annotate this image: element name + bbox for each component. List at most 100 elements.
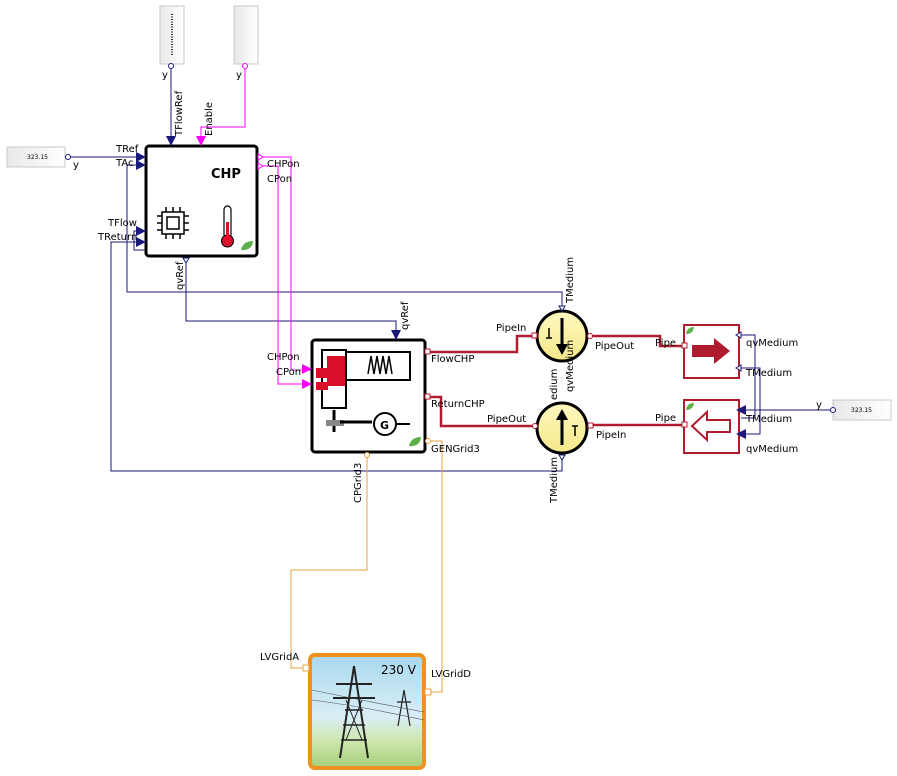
pipein-label: PipeIn [596, 430, 626, 441]
arrow-right-icon [692, 338, 730, 364]
pipe-label: Pipe [655, 413, 676, 424]
pump-top-block[interactable]: PipeIn PipeOut TMedium qvMedium [496, 257, 634, 392]
leaf-icon [686, 327, 694, 334]
sink-right-signal-line[interactable] [741, 334, 756, 419]
qvmedium-port[interactable] [736, 429, 746, 439]
tflowref-port[interactable] [166, 136, 176, 146]
power-tower-icon [311, 665, 425, 759]
lvgrida-port[interactable] [302, 664, 310, 672]
qvref-out-port[interactable] [182, 257, 190, 264]
enable-slider[interactable]: y [233, 5, 259, 81]
returnchp-port[interactable] [424, 393, 431, 400]
pump-bottom-block[interactable]: PipeOut PipeIn TMedium edium [487, 369, 626, 504]
pipeout-label: PipeOut [595, 341, 634, 352]
constant-value: 323.15 [27, 154, 48, 161]
sink-bottom-block[interactable]: Pipe TMedium qvMedium [655, 399, 798, 455]
chp-controller-block[interactable]: CHP TRef TAc TFlow [97, 90, 300, 290]
pipe-port[interactable] [681, 421, 688, 428]
electric-connections [290, 440, 443, 693]
tflow-port[interactable] [136, 226, 146, 236]
pipe-connections [428, 334, 684, 428]
tflow-label: TFlow [107, 218, 137, 229]
cpon-in-label: CPon [276, 367, 301, 378]
qvref-in-label: qvRef [400, 301, 411, 330]
treturn-label: TReturn [97, 232, 137, 243]
tmedium-port[interactable] [735, 364, 742, 372]
gengrid-label: GENGrid3 [431, 444, 480, 455]
gengrid-port[interactable] [425, 438, 431, 444]
flow-ref-slider[interactable]: y [159, 5, 185, 81]
lv-grid-block[interactable]: 230 V LVGridA LVGridD [260, 652, 471, 770]
cpon-in-port[interactable] [302, 379, 312, 389]
pipe-label: Pipe [655, 338, 676, 349]
pipein-port[interactable] [587, 422, 594, 429]
pipeout-port[interactable] [532, 423, 538, 429]
leaf-icon [409, 437, 421, 447]
lvgridd-port[interactable] [424, 688, 432, 696]
output-port[interactable] [830, 407, 836, 413]
leaf-icon [241, 241, 253, 251]
chpon-in-label: CHPon [267, 352, 300, 363]
output-port[interactable] [65, 154, 71, 160]
enable-label: Enable [204, 102, 215, 136]
treturn-port[interactable] [136, 237, 146, 247]
gengrid-line[interactable] [425, 440, 443, 693]
returnchp-pipe[interactable] [428, 395, 535, 428]
tac-port[interactable] [136, 160, 146, 170]
constant-source-left[interactable]: 323.15 y [6, 146, 79, 171]
sink-right-signal-line-2[interactable] [741, 367, 761, 435]
tmedium-port[interactable] [558, 454, 566, 461]
pipein-port[interactable] [531, 332, 538, 339]
enable-port[interactable] [196, 136, 206, 146]
qvmedium-partial-label: edium [549, 369, 560, 400]
arrow-left-icon [690, 409, 731, 443]
chp-generator-block[interactable]: G CHPon CPon qvRef FlowCHP ReturnCHP GEN… [267, 301, 485, 503]
up-arrow-icon [556, 409, 578, 445]
tac-label: TAc [115, 158, 134, 169]
constant-value: 323.15 [851, 407, 872, 414]
chip-icon [157, 207, 189, 239]
lvgrida-label: LVGridA [260, 652, 299, 663]
sink-top-block[interactable]: Pipe qvMedium TMedium [655, 324, 798, 379]
chpon-out-port[interactable] [257, 153, 264, 161]
cpgrid-port[interactable] [364, 452, 370, 458]
tac-line[interactable] [126, 164, 563, 309]
output-port[interactable] [242, 63, 248, 69]
tmedium-label: TMedium [549, 457, 560, 504]
pipe-port[interactable] [681, 342, 688, 349]
chpon-in-port[interactable] [302, 364, 312, 374]
qvref-in-port[interactable] [391, 330, 401, 340]
down-arrow-icon [546, 318, 568, 355]
tmedium-port[interactable] [558, 305, 566, 312]
cpon-label: CPon [267, 174, 292, 185]
qvmedium-label: qvMedium [746, 444, 798, 455]
tflowref-label: TFlowRef [174, 90, 185, 137]
pump-top-out-pipe[interactable] [590, 334, 684, 348]
output-label: y [236, 70, 242, 81]
lvgridd-label: LVGridD [431, 669, 471, 680]
output-label: y [162, 70, 168, 81]
engine-icon: G [316, 349, 411, 436]
flowchp-pipe[interactable] [428, 334, 535, 354]
tmedium-port[interactable] [736, 405, 746, 415]
leaf-icon [686, 403, 694, 410]
cpon-out-port[interactable] [257, 162, 264, 170]
constant-source-right[interactable]: 323.15 y [816, 399, 892, 421]
flowchp-port[interactable] [424, 348, 431, 355]
tref-port[interactable] [136, 152, 146, 162]
treturn-line[interactable] [110, 241, 563, 472]
tmedium-label: TMedium [565, 257, 576, 304]
pipeout-port[interactable] [587, 333, 593, 339]
flowchp-label: FlowCHP [431, 354, 474, 365]
qvmedium-label: qvMedium [746, 338, 798, 349]
chpon-line[interactable] [258, 156, 312, 371]
tref-label: TRef [115, 144, 139, 155]
qvmedium-port[interactable] [735, 331, 742, 339]
chp-title: CHP [211, 167, 241, 182]
thermometer-icon [221, 205, 234, 248]
tmedium-label: TMedium [745, 414, 792, 425]
output-port[interactable] [168, 63, 174, 69]
generator-letter: G [380, 419, 389, 432]
cpon-line[interactable] [258, 165, 312, 385]
cpgrid-line[interactable] [290, 454, 368, 669]
